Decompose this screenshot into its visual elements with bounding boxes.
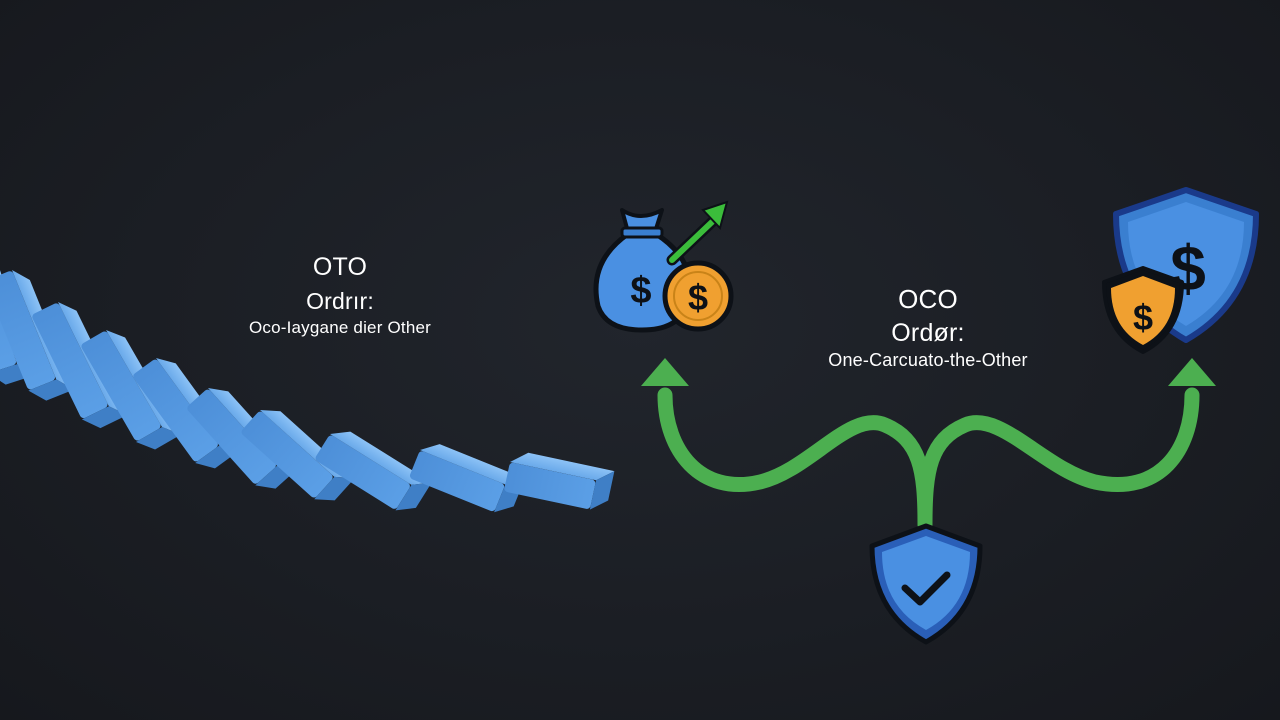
oco-description: One-Carcuato-the-Other: [828, 350, 1028, 370]
branch-arrows: [657, 387, 1200, 532]
svg-text:$: $: [1133, 297, 1153, 338]
domino-piece: [315, 431, 432, 511]
small-shield-dollar-icon: $: [1102, 266, 1184, 354]
svg-text:$: $: [688, 277, 708, 318]
domino-chain: [0, 250, 615, 513]
oco-order-label: Ordør:: [891, 319, 965, 347]
oco-label-block: OCO Ordør: One-Carcuato-the-Other: [800, 284, 1056, 370]
growth-arrow-icon: [666, 200, 729, 266]
domino-piece: [504, 452, 615, 510]
oto-description: Oco-Iaygane dier Other: [248, 318, 432, 337]
oto-label-block: OTO Ordrır: Oco-Iaygane dier Other: [230, 252, 450, 338]
oco-title: OCO: [898, 284, 958, 314]
svg-text:$: $: [630, 270, 651, 312]
oto-title: OTO: [312, 253, 368, 281]
coin-dollar-icon: $: [662, 260, 734, 332]
oto-order-label: Ordrır:: [306, 288, 374, 314]
right-branch-arrow: [917, 387, 1200, 532]
left-branch-arrow: [657, 387, 933, 532]
right-arrowhead: [1168, 358, 1216, 386]
left-arrowhead: [641, 358, 689, 386]
shield-check-icon: [869, 523, 983, 645]
